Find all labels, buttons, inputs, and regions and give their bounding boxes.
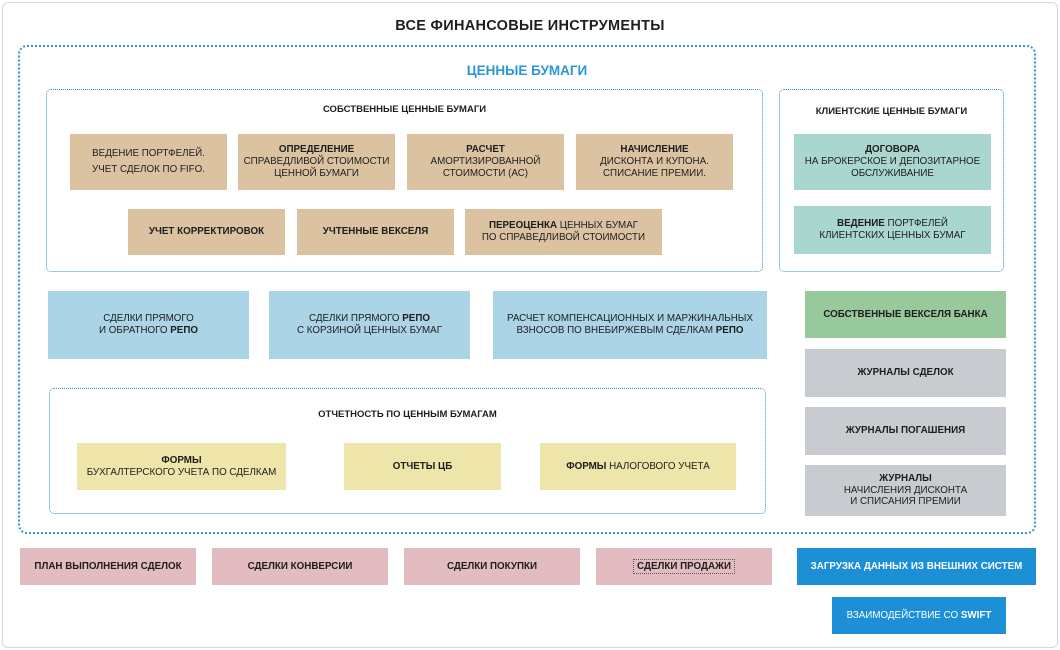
brokerage-contracts-box[interactable]: ДОГОВОРА НА БРОКЕРСКОЕ И ДЕПОЗИТАРНОЕ ОБ… (794, 134, 991, 190)
conversion-deals-box[interactable]: СДЕЛКИ КОНВЕРСИИ (212, 548, 388, 585)
amortized-cost-box[interactable]: РАСЧЕТ АМОРТИЗИРОВАННОЙ СТОИМОСТИ (АС) (407, 134, 564, 190)
deal-plan-box[interactable]: ПЛАН ВЫПОЛНЕНИЯ СДЕЛОК (20, 548, 196, 585)
accounting-forms-box[interactable]: ФОРМЫ БУХГАЛТЕРСКОГО УЧЕТА ПО СДЕЛКАМ (77, 443, 286, 490)
redemption-journals-box[interactable]: ЖУРНАЛЫ ПОГАШЕНИЯ (805, 407, 1006, 455)
repo-margin-box[interactable]: РАСЧЕТ КОМПЕНСАЦИОННЫХ И МАРЖИНАЛЬНЫХ ВЗ… (493, 291, 767, 359)
securities-title: ЦЕННЫЕ БУМАГИ (466, 63, 588, 78)
bank-bills-box[interactable]: СОБСТВЕННЫЕ ВЕКСЕЛЯ БАНКА (805, 291, 1006, 338)
own-securities-title: СОБСТВЕННЫЕ ЦЕННЫЕ БУМАГИ (322, 104, 487, 115)
cb-reports-box[interactable]: ОТЧЕТЫ ЦБ (344, 443, 501, 490)
client-securities-group (779, 89, 1004, 272)
external-load-box[interactable]: ЗАГРУЗКА ДАННЫХ ИЗ ВНЕШНИХ СИСТЕМ (797, 548, 1036, 585)
client-portfolio-box[interactable]: ВЕДЕНИЕ ПОРТФЕЛЕЙ КЛИЕНТСКИХ ЦЕННЫХ БУМА… (794, 206, 991, 254)
reporting-title: ОТЧЕТНОСТЬ ПО ЦЕННЫМ БУМАГАМ (318, 409, 497, 420)
revaluation-box[interactable]: ПЕРЕОЦЕНКА ЦЕННЫХ БУМАГ ПО СПРАВЕДЛИВОЙ … (465, 209, 662, 255)
repo-basket-box[interactable]: СДЕЛКИ ПРЯМОГО РЕПО С КОРЗИНОЙ ЦЕННЫХ БУ… (269, 291, 470, 359)
repo-direct-reverse-box[interactable]: СДЕЛКИ ПРЯМОГО И ОБРАТНОГО РЕПО (48, 291, 249, 359)
tax-forms-box[interactable]: ФОРМЫ НАЛОГОВОГО УЧЕТА (540, 443, 736, 490)
discounted-bills-box[interactable]: УЧТЕННЫЕ ВЕКСЕЛЯ (297, 209, 454, 255)
reporting-group (49, 388, 766, 514)
fair-value-box[interactable]: ОПРЕДЕЛЕНИЕ СПРАВЕДЛИВОЙ СТОИМОСТИ ЦЕННО… (238, 134, 395, 190)
securities-frame (18, 45, 1036, 534)
sale-deals-box[interactable]: СДЕЛКИ ПРОДАЖИ (596, 548, 772, 585)
accrual-journals-box[interactable]: ЖУРНАЛЫ НАЧИСЛЕНИЯ ДИСКОНТА И СПИСАНИЯ П… (805, 465, 1006, 516)
adjustments-box[interactable]: УЧЕТ КОРРЕКТИРОВОК (128, 209, 285, 255)
client-securities-title: КЛИЕНТСКИЕ ЦЕННЫЕ БУМАГИ (815, 106, 968, 117)
discount-coupon-box[interactable]: НАЧИСЛЕНИЕ ДИСКОНТА И КУПОНА. СПИСАНИЕ П… (576, 134, 733, 190)
purchase-deals-box[interactable]: СДЕЛКИ ПОКУПКИ (404, 548, 580, 585)
swift-box[interactable]: ВЗАИМОДЕЙСТВИЕ СО SWIFT (832, 597, 1006, 634)
portfolio-fifo-box[interactable]: ВЕДЕНИЕ ПОРТФЕЛЕЙ. УЧЕТ СДЕЛОК ПО FIFO. (70, 134, 227, 190)
own-securities-group (46, 89, 763, 272)
page-title: ВСЕ ФИНАНСОВЫЕ ИНСТРУМЕНТЫ (395, 18, 665, 34)
deal-journals-box[interactable]: ЖУРНАЛЫ СДЕЛОК (805, 349, 1006, 397)
